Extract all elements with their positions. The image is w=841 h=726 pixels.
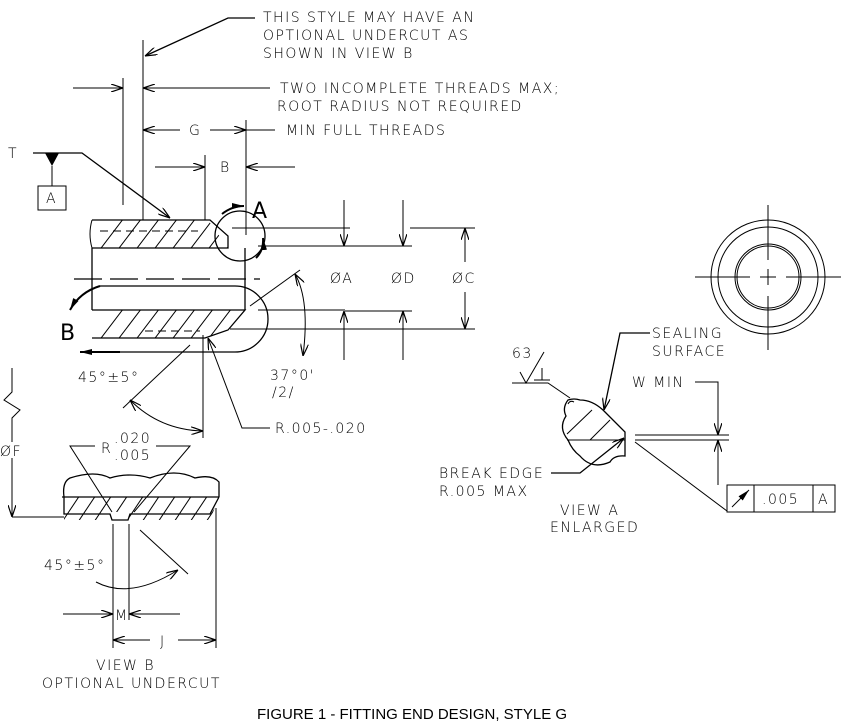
- thread-label-t: T: [8, 146, 18, 162]
- view-b-detail-outline: [100, 285, 269, 353]
- w-min-arrow-top: [695, 381, 718, 435]
- angle-45-ext-line: [122, 344, 191, 409]
- view-b-callout-label: B: [60, 321, 75, 346]
- view-a-edge-detail: [567, 400, 575, 405]
- view-b-radius-r: R: [101, 441, 112, 457]
- view-b-radius-leader-right: [133, 445, 192, 513]
- w-min-label: W MIN: [632, 375, 684, 391]
- sealing-surface-line2: SURFACE: [652, 344, 726, 360]
- view-a-callout-label: A: [252, 199, 267, 224]
- break-edge-leader: [551, 438, 624, 474]
- sealing-surface-line1: SEALING: [652, 326, 723, 342]
- fcf-box: [726, 484, 836, 513]
- break-edge-line2: R.005 MAX: [439, 484, 529, 500]
- view-b-radius-leader-left: [69, 445, 113, 513]
- main-view-labels: THIS STYLE MAY HAVE AN OPTIONAL UNDERCUT…: [0, 10, 560, 460]
- datum-box: [37, 185, 67, 211]
- dim-b-label: B: [220, 160, 231, 176]
- runout-icon: [731, 489, 750, 508]
- figure-caption: FIGURE 1 - FITTING END DESIGN, STYLE G: [257, 706, 567, 723]
- view-b-radius-upper: .020: [114, 431, 151, 447]
- view-a-detail: .005 A: [512, 332, 836, 513]
- view-a-hatch-1: [566, 409, 593, 435]
- feature-control-frame: .005 A: [726, 484, 836, 513]
- view-a-arrow-top: [221, 203, 245, 215]
- sealing-surface-leader: [604, 332, 650, 410]
- dim-j-label: J: [160, 634, 166, 650]
- upper-wall-outline: [92, 219, 229, 249]
- fcf-datum: A: [818, 492, 829, 508]
- dim-g-label: G: [189, 123, 201, 139]
- angle-37-note-ref: /2/: [272, 385, 295, 401]
- angle-45-arc: [130, 400, 203, 431]
- view-b-subtitle: OPTIONAL UNDERCUT: [42, 676, 221, 692]
- angle-37-ext-line: [249, 269, 301, 307]
- view-b-detail: [62, 445, 220, 648]
- view-a-hatch-2: [589, 419, 611, 441]
- view-a-arrow-bottom: [255, 237, 267, 259]
- view-b-arrow-top: [69, 285, 101, 311]
- dim-m-label: M: [115, 608, 129, 624]
- dia-a-label: ØA: [330, 271, 353, 287]
- note-min-full-threads: MIN FULL THREADS: [286, 123, 446, 139]
- angle-37-arc: [295, 274, 305, 356]
- note-undercut-line2: OPTIONAL UNDERCUT AS: [263, 28, 469, 44]
- dia-c-label: ØC: [452, 271, 476, 287]
- finish-leader: [512, 382, 571, 399]
- undercut-note-leader: [145, 17, 255, 56]
- dia-d-label: ØD: [391, 271, 416, 287]
- note-undercut-line3: SHOWN IN VIEW B: [263, 46, 414, 62]
- view-b-labels: R .020 .005 45°±5° M J VIEW B OPTIONAL U…: [42, 431, 221, 692]
- view-a-title: VIEW A: [560, 503, 619, 519]
- radius-leader: [208, 338, 270, 429]
- view-a-labels: 63 SEALING SURFACE W MIN BREAK EDGE R.00…: [439, 326, 726, 536]
- surface-finish-value: 63: [512, 346, 533, 362]
- note-threads-line1: TWO INCOMPLETE THREADS MAX;: [280, 81, 560, 97]
- view-b-angle-label: 45°±5°: [44, 558, 105, 574]
- view-b-angle-ext: [139, 529, 189, 575]
- view-b-wall-outline: [63, 496, 220, 521]
- datum-label: A: [46, 191, 57, 207]
- surface-finish-icon: [519, 351, 545, 385]
- view-b-angle-arc: [95, 570, 178, 590]
- view-a-subtitle: ENLARGED: [550, 520, 639, 536]
- datum-triangle-icon: [45, 153, 59, 166]
- break-symbol: [3, 368, 21, 442]
- note-threads-line2: ROOT RADIUS NOT REQUIRED: [277, 99, 523, 115]
- angle-45-label: 45°±5°: [78, 370, 139, 386]
- dia-f-label: ØF: [0, 444, 22, 460]
- note-undercut-line1: THIS STYLE MAY HAVE AN: [263, 10, 475, 26]
- fcf-tolerance: .005: [762, 492, 799, 508]
- view-b-radius-lower: .005: [114, 448, 151, 464]
- upper-wall-hatch: [92, 220, 228, 248]
- lower-wall-outline: [92, 309, 247, 339]
- view-b-break-top: [62, 472, 220, 498]
- end-view: [695, 205, 841, 350]
- view-a-section-outline: [561, 398, 626, 466]
- view-b-title: VIEW B: [96, 658, 155, 674]
- break-edge-line1: BREAK EDGE: [439, 466, 544, 482]
- view-a-detail-circle: [214, 210, 266, 262]
- break-line-upper: [89, 219, 93, 249]
- angle-37-label: 37°0': [270, 368, 315, 384]
- fcf-leader: [634, 441, 728, 512]
- radius-label: R.005-.020: [275, 421, 367, 437]
